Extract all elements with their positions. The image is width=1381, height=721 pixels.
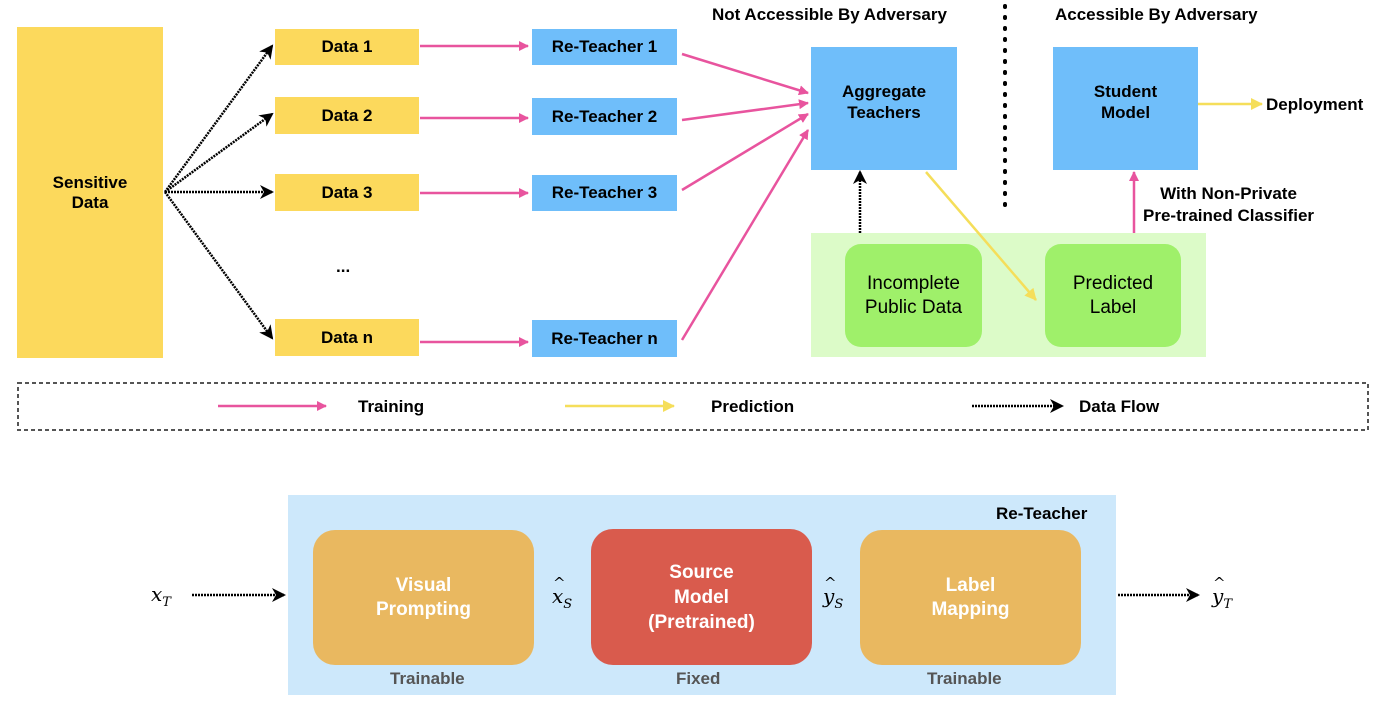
reteacher-box-n: Re-Teacher n — [532, 320, 677, 357]
reteacher-title: Re-Teacher — [996, 504, 1088, 523]
aggregate-teachers-box: Aggregate Teachers — [811, 47, 957, 170]
legend-training-label: Training — [358, 397, 425, 416]
incomplete-public-data-box: Incomplete Public Data — [845, 244, 982, 347]
data-box-1: Data 1 — [275, 29, 419, 65]
visual-prompting-box: Visual Prompting — [313, 530, 534, 665]
x-t-symbol: xT — [151, 582, 171, 610]
student-model-box: Student Model — [1053, 47, 1198, 170]
sensitive-data-box: Sensitive Data — [17, 27, 163, 358]
trainable-label-2: Trainable — [927, 669, 1002, 688]
ellipsis: ... — [336, 257, 351, 276]
not-accessible-label: Not Accessible By Adversary — [712, 5, 947, 24]
legend-data-flow-label: Data Flow — [1079, 397, 1160, 416]
label-mapping-box: Label Mapping — [860, 530, 1081, 665]
legend-border — [17, 382, 1369, 431]
predicted-label-box: Predicted Label — [1045, 244, 1181, 347]
y-s-hat-symbol: yS — [823, 574, 843, 612]
reteacher-box-1: Re-Teacher 1 — [532, 29, 677, 65]
x-s-hat-symbol: xS — [552, 574, 572, 612]
data-box-2: Data 2 — [275, 97, 419, 134]
source-model-box: Source Model (Pretrained) — [591, 529, 812, 665]
deployment-label: Deployment — [1266, 95, 1364, 114]
reteacher-box-2: Re-Teacher 2 — [532, 98, 677, 135]
data-box-3: Data 3 — [275, 174, 419, 211]
y-t-hat-symbol: yT — [1212, 574, 1232, 612]
prediction-arrows — [565, 98, 1263, 412]
non-private-classifier-label: With Non-Private Pre-trained Classifier — [1143, 184, 1315, 225]
legend-prediction-label: Prediction — [711, 397, 795, 416]
reteacher-box-3: Re-Teacher 3 — [532, 175, 677, 211]
accessible-label: Accessible By Adversary — [1055, 5, 1258, 24]
data-flow-arrows — [163, 44, 1200, 602]
training-arrows — [218, 41, 1139, 411]
trainable-label-1: Trainable — [390, 669, 465, 688]
fixed-label: Fixed — [676, 669, 721, 688]
data-box-n: Data n — [275, 319, 419, 356]
